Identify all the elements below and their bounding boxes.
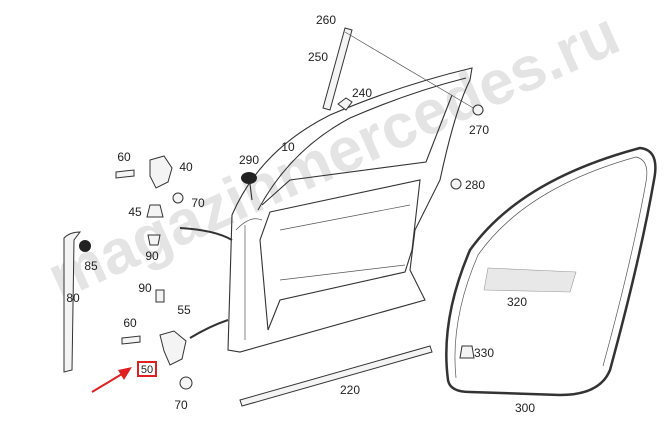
label-270: 270: [469, 123, 489, 137]
bolt-part-60b[interactable]: [121, 335, 141, 345]
label-330: 330: [474, 346, 494, 360]
cable-part-55[interactable]: [179, 227, 233, 339]
clip-part-90[interactable]: [147, 234, 165, 303]
seal-part-300[interactable]: [445, 146, 657, 397]
clip-part-270[interactable]: [472, 104, 484, 116]
label-70b: 70: [174, 398, 188, 412]
label-300: 300: [515, 401, 535, 415]
highlight-box: [137, 361, 157, 377]
label-250: 250: [308, 50, 328, 64]
plug-part-290[interactable]: [241, 172, 257, 201]
label-80: 80: [66, 291, 80, 305]
seal-part-80[interactable]: [63, 231, 91, 373]
grommet-part-280[interactable]: [450, 178, 462, 190]
label-60b: 60: [123, 316, 137, 330]
clip-part-330[interactable]: [459, 345, 475, 359]
label-280: 280: [465, 178, 485, 192]
label-50[interactable]: 50: [141, 364, 153, 376]
label-part-320[interactable]: [483, 267, 577, 293]
strip-part-220[interactable]: [239, 345, 433, 407]
hinge-part-50[interactable]: [159, 330, 193, 390]
label-70: 70: [191, 196, 205, 210]
label-240: 240: [352, 86, 372, 100]
label-60: 60: [117, 150, 131, 164]
bolt-part-60[interactable]: [115, 169, 135, 179]
label-320: 320: [507, 295, 527, 309]
trim-strip-part-250[interactable]: [322, 27, 481, 113]
label-10: 10: [281, 140, 295, 154]
label-90: 90: [145, 249, 159, 263]
label-220: 220: [340, 383, 360, 397]
door-shell-part-10[interactable]: [227, 67, 473, 353]
label-45: 45: [128, 205, 142, 219]
hinge-part-40[interactable]: [149, 155, 184, 204]
clip-part-240[interactable]: [337, 97, 353, 111]
label-260: 260: [316, 13, 336, 27]
label-90b: 90: [138, 281, 152, 295]
clip-part-45[interactable]: [146, 204, 164, 218]
label-85: 85: [84, 259, 98, 273]
label-40: 40: [179, 160, 193, 174]
label-55: 55: [177, 303, 191, 317]
red-arrow-icon: [91, 367, 132, 393]
label-290: 290: [239, 153, 259, 167]
